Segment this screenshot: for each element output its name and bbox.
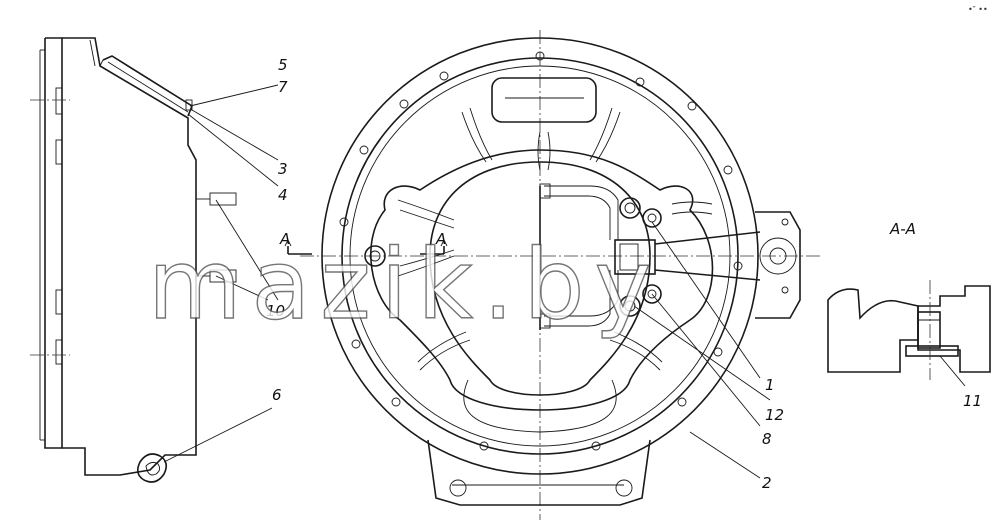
flange-bolt-holes	[339, 51, 743, 451]
callout-7: 7	[278, 78, 288, 96]
callout-8: 8	[762, 430, 772, 448]
callout-6: 6	[272, 386, 282, 404]
watermark: mazik.by	[148, 229, 661, 341]
ribs	[397, 107, 713, 371]
callout-2: 2	[762, 474, 772, 492]
side-view	[30, 37, 237, 483]
leader-lines	[163, 84, 966, 479]
callout-4: 4	[278, 186, 288, 204]
callout-11: 11	[963, 392, 982, 410]
callout-12: 12	[765, 406, 784, 424]
callout-labels: 5 7 3 4 10 6 1 12 8 2 11 A A A-A •″ ••	[266, 5, 988, 492]
section-a-a	[827, 280, 991, 380]
section-title: A-A	[889, 220, 916, 238]
callout-10: 10	[266, 302, 285, 320]
callout-1: 1	[765, 376, 775, 394]
corner-mark: •″ ••	[968, 5, 988, 14]
callout-5: 5	[278, 56, 288, 74]
section-mark-right: A	[435, 230, 446, 248]
callout-3: 3	[278, 160, 288, 178]
section-mark-left: A	[279, 230, 290, 248]
front-view	[284, 30, 820, 520]
